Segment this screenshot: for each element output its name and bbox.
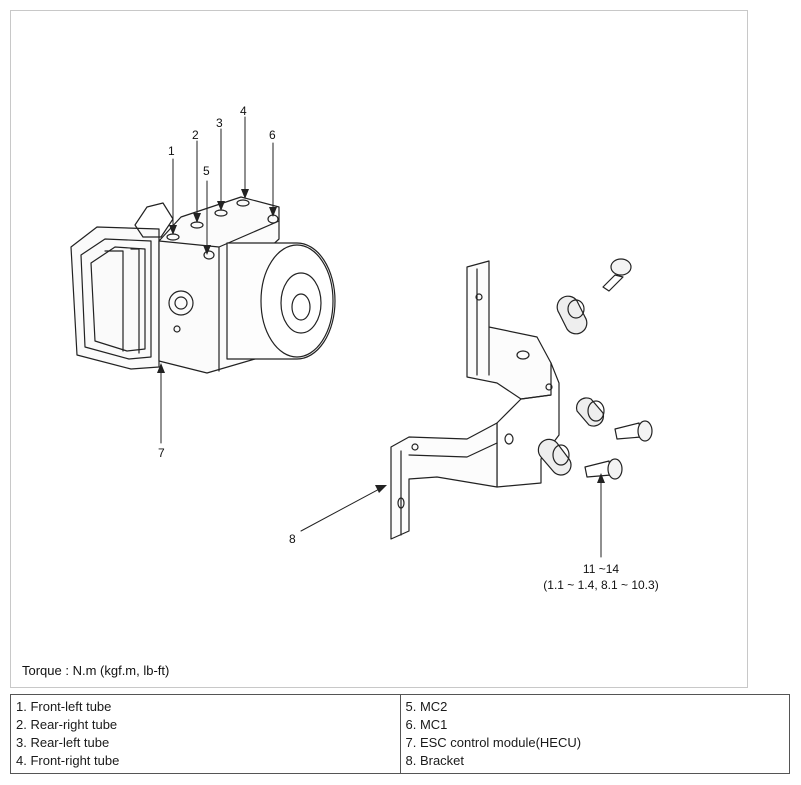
bolt-top-head bbox=[610, 258, 632, 276]
torque-unit-note: Torque : N.m (kgf.m, lb-ft) bbox=[22, 663, 170, 678]
parts-legend-table: 1. Front-left tube 2. Rear-right tube 3.… bbox=[10, 694, 790, 774]
callout-8: 8 bbox=[289, 532, 296, 546]
grommet-mid bbox=[575, 397, 605, 427]
arrow-1 bbox=[169, 225, 177, 235]
bolt-mid bbox=[614, 422, 642, 440]
hecu-side-boss-inner bbox=[174, 296, 188, 310]
bracket-hole-lower bbox=[411, 443, 419, 451]
arrow-5 bbox=[203, 245, 211, 255]
grommet-lower bbox=[537, 438, 572, 476]
bolt-mid-head bbox=[637, 420, 653, 442]
hecu-bolt-hole bbox=[173, 325, 181, 333]
grommet-mid-face bbox=[587, 400, 605, 422]
port-mc2 bbox=[203, 250, 215, 260]
bracket-upper-arm bbox=[466, 260, 552, 400]
arrow-3 bbox=[217, 201, 225, 211]
arrow-torque bbox=[597, 473, 605, 483]
arrow-7 bbox=[157, 363, 165, 373]
bracket-vertical-web bbox=[496, 362, 560, 488]
arrow-2 bbox=[193, 213, 201, 223]
legend-item-1: 1. Front-left tube bbox=[16, 699, 112, 714]
legend-row: 1. Front-left tube 2. Rear-right tube 3.… bbox=[10, 694, 790, 774]
callout-4: 4 bbox=[240, 104, 247, 118]
legend-item-7: 7. ESC control module(HECU) bbox=[405, 735, 582, 750]
bracket bbox=[390, 260, 560, 540]
arrow-6 bbox=[269, 207, 277, 217]
hecu-connector-housing bbox=[70, 226, 160, 370]
hecu-motor-end-ring bbox=[280, 272, 322, 334]
leader-lines bbox=[160, 116, 602, 558]
torque-converted: (1.1 ~ 1.4, 8.1 ~ 10.3) bbox=[543, 578, 658, 592]
hecu-motor-hub bbox=[291, 293, 311, 321]
torque-value: 11 ~14 bbox=[583, 562, 619, 576]
bolt-top bbox=[602, 274, 624, 292]
hecu-block-top-edge bbox=[158, 220, 280, 372]
legend-column-left: 1. Front-left tube 2. Rear-right tube 3.… bbox=[10, 694, 401, 774]
legend-column-right: 5. MC2 6. MC1 7. ESC control module(HECU… bbox=[399, 694, 790, 774]
hecu-motor-end bbox=[260, 244, 334, 358]
legend-item-6: 6. MC1 bbox=[405, 717, 448, 732]
callout-3: 3 bbox=[216, 116, 223, 130]
grommet-top bbox=[556, 295, 588, 335]
hecu-connector-rib bbox=[90, 246, 146, 352]
port-front-right bbox=[236, 199, 250, 207]
hecu-connector-face bbox=[80, 238, 152, 360]
bracket-slot-upper bbox=[516, 350, 530, 360]
callout-2: 2 bbox=[192, 128, 199, 142]
hecu-connector-tab bbox=[104, 248, 140, 354]
callout-labels: 1 2 3 4 5 6 7 8 11 ~14 (1.1 ~ 1.4, 8.1 ~… bbox=[158, 104, 659, 592]
bracket-lower-arm-edge bbox=[400, 442, 498, 536]
bracket-slot-lower bbox=[397, 497, 405, 509]
callout-1: 1 bbox=[168, 144, 175, 158]
hecu-unit bbox=[70, 196, 336, 374]
bolt-lower-head bbox=[607, 458, 623, 480]
grommet-top-face bbox=[567, 299, 585, 319]
legend-item-3: 3. Rear-left tube bbox=[16, 735, 110, 750]
arrow-8 bbox=[375, 485, 387, 493]
bracket-slot-mid bbox=[504, 433, 514, 445]
bracket-hole-upper bbox=[475, 293, 483, 301]
arrow-4 bbox=[241, 189, 249, 199]
hecu-side-boss bbox=[168, 290, 194, 316]
legend-item-2: 2. Rear-right tube bbox=[16, 717, 118, 732]
mounting-hardware bbox=[537, 258, 653, 480]
bolt-lower bbox=[584, 460, 612, 478]
legend-item-4: 4. Front-right tube bbox=[16, 753, 120, 768]
esc-module-diagram: 1 2 3 4 5 6 7 8 11 ~14 (1.1 ~ 1.4, 8.1 ~… bbox=[70, 104, 659, 592]
bracket-lower-arm bbox=[390, 422, 498, 540]
callout-5: 5 bbox=[203, 164, 210, 178]
bracket-upper-arm-edge bbox=[476, 268, 490, 376]
arrow-heads bbox=[157, 189, 605, 493]
grommet-lower-face bbox=[552, 444, 570, 466]
bracket-hole-mid bbox=[545, 383, 553, 391]
callout-6: 6 bbox=[269, 128, 276, 142]
diagram-frame: 1 2 3 4 5 6 7 8 11 ~14 (1.1 ~ 1.4, 8.1 ~… bbox=[10, 10, 748, 688]
legend-item-8: 8. Bracket bbox=[405, 753, 465, 768]
leader-8 bbox=[300, 486, 384, 532]
legend-item-5: 5. MC2 bbox=[405, 699, 448, 714]
callout-7: 7 bbox=[158, 446, 165, 460]
